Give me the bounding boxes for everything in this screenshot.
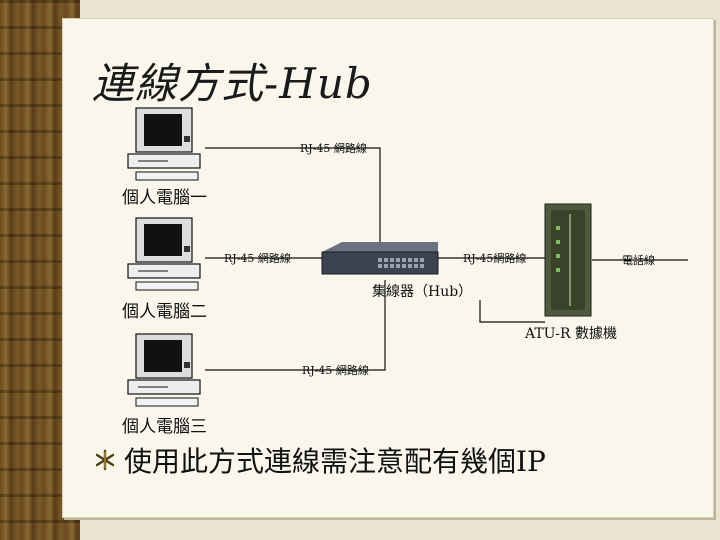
line-pc1-hub	[205, 147, 381, 245]
bullet-text: 使用此方式連線需注意配有幾個IP	[124, 445, 546, 478]
computer-icon	[127, 333, 201, 407]
pc2-label: 個人電腦二	[122, 302, 207, 322]
cable-top-label: RJ-45 網路線	[300, 141, 367, 155]
computer-icon	[127, 217, 201, 291]
computer-icon	[127, 107, 201, 181]
modem-label: ATU-R 數據機	[524, 326, 617, 342]
cable-mid-left-label: RJ-45 網路線	[224, 251, 291, 265]
hub-icon	[321, 242, 439, 275]
cable-bottom-label: RJ-45 網路線	[302, 363, 369, 377]
pc1-label: 個人電腦一	[122, 188, 207, 208]
asterisk-bullet-icon	[95, 449, 115, 471]
cable-mid-right-label: RJ-45網路線	[463, 251, 526, 265]
phone-line-label: 電話線	[622, 253, 655, 267]
bullet-point: 使用此方式連線需注意配有幾個IP	[94, 440, 546, 480]
line-hub-modem-lower	[479, 300, 545, 323]
line-pc3-hub	[205, 280, 386, 371]
slide-title: 連線方式-Hub	[92, 59, 373, 108]
hub-label: 集線器（Hub）	[372, 283, 472, 300]
pc3-label: 個人電腦三	[122, 417, 207, 437]
modem-icon	[544, 203, 592, 317]
